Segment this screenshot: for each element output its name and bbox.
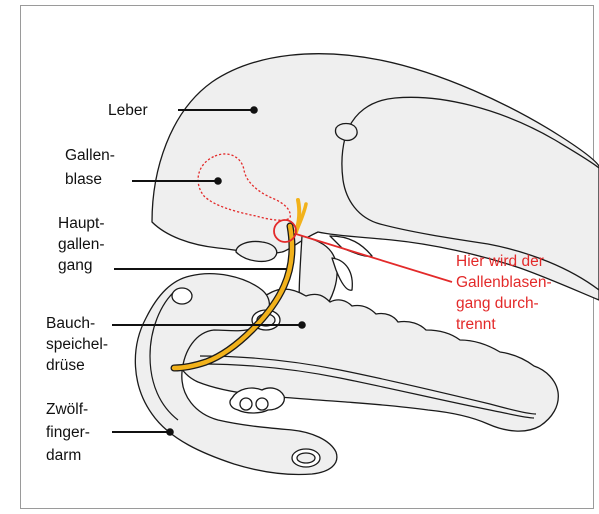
leber-dot <box>250 106 258 114</box>
duodenum-lower-opening-inner <box>297 453 315 463</box>
annotation-line-2: Gallenblasen- <box>456 274 552 291</box>
label-zwoelffingerdarm-line-1: Zwölf- <box>46 401 88 418</box>
annotation-line-1: Hier wird der <box>456 253 544 270</box>
annotation-cut-site: Hier wird der Gallenblasen- gang durch- … <box>456 253 556 333</box>
label-zwoelffingerdarm-line-3: darm <box>46 447 81 464</box>
label-gallenblase-line-1: Gallen- <box>65 147 115 164</box>
duodenum-top-opening <box>172 288 192 304</box>
annotation-line-3: gang durch- <box>456 295 539 312</box>
annotation-line-4: trennt <box>456 316 496 333</box>
vessel-left <box>236 241 277 261</box>
label-hauptgallengang-line-2: gallen- <box>58 236 105 253</box>
zwoelffingerdarm-dot <box>166 428 174 436</box>
vessel-ring-2 <box>256 398 268 410</box>
label-bauchspeicheldruese-line-2: speichel- <box>46 336 108 353</box>
vessel-ring-1 <box>240 398 252 410</box>
label-hauptgallengang: Haupt- gallen- gang <box>58 215 109 274</box>
label-zwoelffingerdarm-line-2: finger- <box>46 424 90 441</box>
label-bauchspeicheldruese: Bauch- speichel- drüse <box>46 315 112 374</box>
label-gallenblase-line-2: blase <box>65 171 102 188</box>
label-zwoelffingerdarm: Zwölf- finger- darm <box>46 401 94 464</box>
gallenblase-dot <box>214 177 222 185</box>
bauchspeicheldruese-dot <box>298 321 306 329</box>
liver-notch <box>335 124 357 141</box>
label-bauchspeicheldruese-line-3: drüse <box>46 357 85 374</box>
label-hauptgallengang-line-1: Haupt- <box>58 215 105 232</box>
label-bauchspeicheldruese-line-1: Bauch- <box>46 315 95 332</box>
label-leber: Leber <box>108 102 148 119</box>
label-hauptgallengang-line-3: gang <box>58 257 92 274</box>
label-gallenblase: Gallen- blase <box>65 147 119 188</box>
